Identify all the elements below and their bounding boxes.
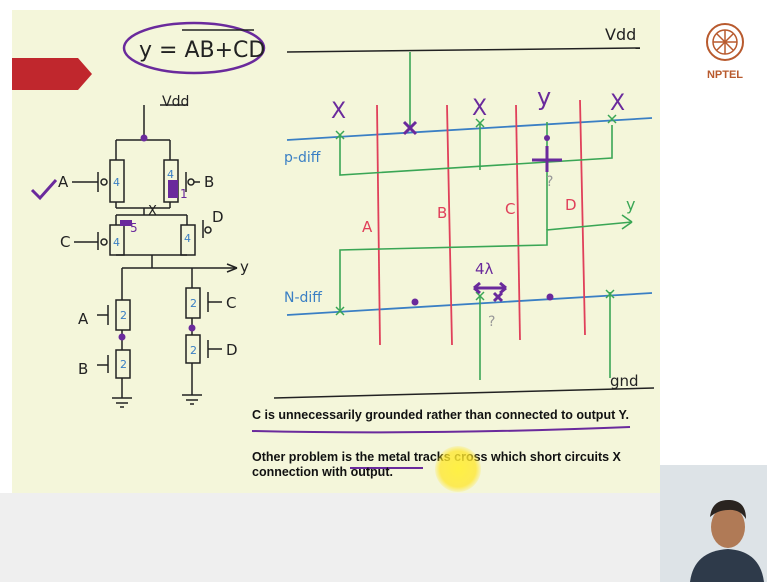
svg-text:4: 4 — [184, 232, 191, 245]
slide-drawing: y = AB+CD — [12, 21, 655, 469]
n-diff-label: N-diff — [284, 290, 322, 306]
output-y-label: y — [626, 195, 635, 214]
schematic-output-y: y — [240, 258, 249, 276]
caption-line-1: C is unnecessarily grounded rather than … — [252, 408, 629, 422]
spacing-label: 4λ — [475, 260, 494, 278]
annotation-5: 5 — [130, 221, 138, 235]
equation-oval — [122, 21, 266, 75]
presenter-figure — [660, 465, 767, 582]
gnd-label: gnd — [610, 372, 639, 390]
nptel-logo: NPTEL — [703, 22, 747, 102]
stick-annotations — [402, 120, 562, 303]
caption-underline — [251, 426, 631, 434]
svg-text:4: 4 — [167, 168, 174, 181]
schematic-vdd-label: Vdd — [162, 94, 189, 110]
contacts — [335, 114, 617, 316]
schematic-nmos-c: C — [226, 294, 236, 312]
poly-b-label: B — [437, 204, 447, 222]
caption-line-2: Other problem is the metal tracks cross … — [252, 450, 621, 479]
column-x3-label: X — [610, 91, 625, 116]
schematic-input-d: D — [212, 208, 224, 226]
presenter-webcam — [660, 465, 767, 582]
poly-d-label: D — [565, 196, 577, 214]
svg-text:4: 4 — [113, 176, 120, 189]
svg-text:2: 2 — [120, 309, 127, 322]
column-x1-label: X — [331, 99, 346, 124]
nptel-emblem-icon — [706, 23, 744, 61]
schematic-input-b: B — [204, 173, 214, 191]
question-mark-top: ? — [546, 174, 553, 190]
nptel-logo-text: NPTEL — [706, 69, 744, 81]
poly-a-label: A — [362, 218, 373, 236]
schematic-nmos-d: D — [226, 341, 238, 359]
cmos-schematic — [72, 104, 238, 408]
svg-text:2: 2 — [120, 358, 127, 371]
n-diffusion-line — [286, 292, 653, 316]
schematic-annotations — [118, 134, 196, 341]
p-diff-label: p-diff — [284, 150, 321, 166]
checkmark-icon — [30, 179, 58, 201]
svg-text:2: 2 — [190, 297, 197, 310]
poly-lines — [376, 99, 586, 346]
transistor-widths: 4 4 4 4 2 2 2 2 — [113, 168, 197, 371]
annotation-1: 1 — [180, 187, 188, 201]
slide-arrow-tab — [12, 58, 92, 90]
poly-c-label: C — [505, 200, 515, 218]
schematic-input-a: A — [58, 173, 69, 191]
column-x2-label: X — [472, 96, 487, 121]
schematic-input-c: C — [60, 233, 70, 251]
question-mark-bottom: ? — [488, 314, 495, 330]
svg-text:4: 4 — [113, 236, 120, 249]
cursor-highlight — [435, 446, 481, 492]
bottom-blank-area — [0, 493, 660, 582]
schematic-nmos-b: B — [78, 360, 88, 378]
svg-text:2: 2 — [190, 344, 197, 357]
metal-tracks — [339, 52, 633, 380]
stick-dots — [411, 135, 554, 306]
right-sidebar — [660, 0, 767, 465]
column-y-label: y — [537, 83, 551, 111]
schematic-nmos-a: A — [78, 310, 89, 328]
p-diffusion-line — [286, 117, 653, 141]
gnd-rail — [273, 387, 655, 399]
lecture-slide: y = AB+CD — [12, 10, 660, 493]
schematic-node-x: X — [148, 204, 157, 219]
equation-text: y = AB+CD — [139, 38, 265, 63]
vdd-label: Vdd — [605, 25, 636, 44]
vdd-rail — [286, 47, 641, 53]
